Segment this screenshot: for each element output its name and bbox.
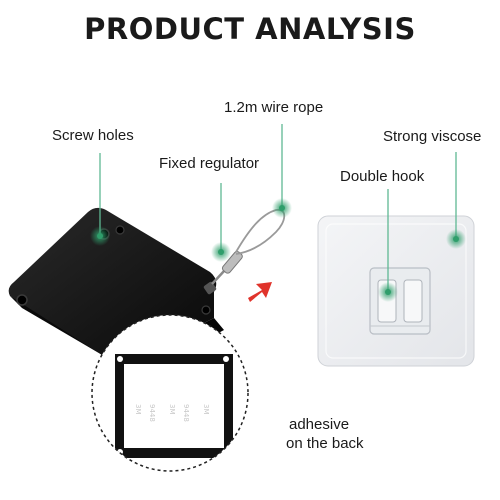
label-strong-viscose: Strong viscose — [383, 128, 482, 145]
label-fixed-regulator: Fixed regulator — [159, 155, 260, 172]
label-screw-holes: Screw holes — [52, 127, 134, 144]
svg-text:9448: 9448 — [182, 404, 190, 422]
label-double-hook: Double hook — [340, 168, 425, 185]
leader-lines — [99, 124, 457, 290]
back-adhesive-closeup: 3M 9448 3M 9448 3M — [91, 314, 249, 472]
marker-dots — [90, 198, 466, 302]
double-hook — [369, 267, 431, 335]
label-adhesive-back: adhesive on the back — [286, 415, 364, 453]
page-title: PRODUCT ANALYSIS — [84, 12, 416, 46]
label-wire-rope: 1.2m wire rope — [224, 99, 324, 116]
svg-text:3M: 3M — [202, 404, 210, 415]
label-adhesive-line2: on the back — [286, 435, 364, 452]
svg-text:9448: 9448 — [148, 404, 156, 422]
svg-text:3M: 3M — [134, 404, 142, 415]
label-adhesive-line1: adhesive — [289, 416, 350, 433]
pull-direction-arrow — [248, 282, 272, 302]
svg-text:3M: 3M — [168, 404, 176, 415]
